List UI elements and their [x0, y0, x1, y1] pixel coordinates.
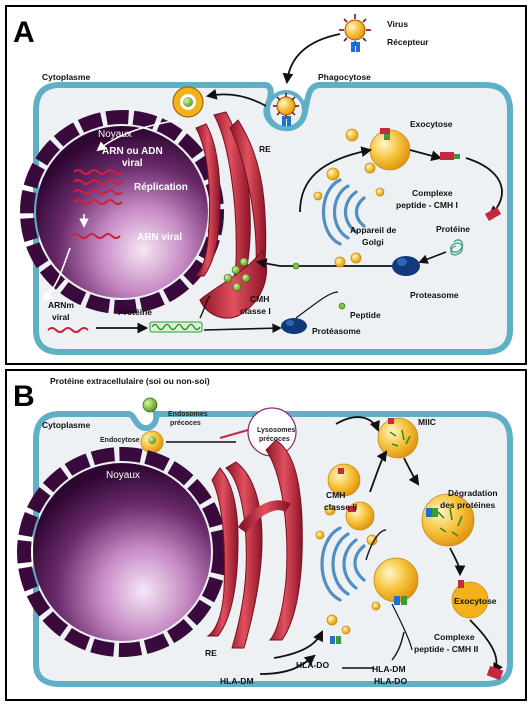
- complexe-b-label-2: peptide - CMH II: [414, 644, 478, 654]
- golgi-label-2: Golgi: [362, 237, 384, 247]
- exocytose-b-label: Exocytose: [454, 596, 497, 606]
- classe-i-label: classe I: [240, 306, 271, 316]
- hla-dm-left-label: HLA-DM: [220, 676, 254, 686]
- miic-compartment: [378, 418, 418, 458]
- complexe-a-label-2: peptide - CMH I: [396, 200, 458, 210]
- complexe-b-label: Complexe: [434, 632, 475, 642]
- miic-label: MIIC: [418, 417, 436, 427]
- hla-do-mid-label: HLA-DO: [296, 660, 329, 670]
- lysosomes-label: Lysosomes: [257, 427, 295, 434]
- panel-a-letter: A: [13, 16, 35, 49]
- endosomes-label-2: précoces: [170, 420, 201, 427]
- panel-b-letter: B: [13, 380, 35, 413]
- peptide-label: Peptide: [350, 310, 381, 320]
- proteine-right-label: Protéine: [436, 224, 470, 234]
- proteasome-bottom: [281, 318, 307, 334]
- golgi-label: Appareil de: [350, 225, 397, 235]
- uncoated-virus: [173, 87, 203, 117]
- exocytose-a-label: Exocytose: [410, 119, 453, 129]
- proteasome-bottom-label: Protéasome: [312, 326, 361, 336]
- protein-coil: [150, 322, 202, 332]
- complexe-a-label: Complexe: [412, 188, 453, 198]
- cytoplasme-label: Cytoplasme: [42, 72, 90, 82]
- cmh-a-label: CMH: [250, 294, 269, 304]
- panel-a: A Virus Récepteur: [6, 6, 526, 364]
- arnm-label: ARNm: [48, 300, 74, 310]
- extracellular-protein: [143, 398, 157, 412]
- endosomes-label: Endosomes: [168, 411, 208, 418]
- virus-label: Virus: [387, 19, 408, 29]
- phagocytose-label: Phagocytose: [318, 72, 371, 82]
- cytoplasme-b-label: Cytoplasme: [42, 420, 90, 430]
- re-a-label: RE: [259, 144, 271, 154]
- panel-b-title: Protéine extracellulaire (soi ou non-soi…: [50, 376, 210, 386]
- arn-adn-label: ARN ou ADN: [102, 146, 163, 157]
- proteasome-label: Proteasome: [410, 290, 459, 300]
- early-endosome: [141, 431, 163, 453]
- noyaux-b-label: Noyaux: [106, 470, 140, 481]
- proteasome-right: [392, 256, 420, 276]
- endocytose-label: Endocytose: [100, 437, 140, 444]
- re-b-label: RE: [205, 648, 217, 658]
- proteine-bottom-label: Protéine: [118, 307, 152, 317]
- peptide-dot: [339, 303, 345, 309]
- hla-dm-right-label: HLA-DM: [372, 664, 406, 674]
- degradation-label: Dégradation: [448, 488, 498, 498]
- arn-adn-viral-label: viral: [122, 158, 143, 169]
- degradation-label-2: des protéines: [440, 500, 496, 510]
- arnm-viral-label: viral: [52, 312, 70, 322]
- recepteur-label: Récepteur: [387, 37, 429, 47]
- classe-ii-label: classe II: [324, 502, 357, 512]
- replication-label: Réplication: [134, 182, 188, 193]
- peptide-dot-2: [293, 263, 299, 269]
- hla-do-right-label: HLA-DO: [374, 676, 407, 686]
- panel-b: B Protéine extracellulaire (soi ou non-s…: [6, 370, 526, 700]
- cmh-ii-label: CMH: [326, 490, 345, 500]
- arn-viral-label: ARN viral: [137, 232, 182, 243]
